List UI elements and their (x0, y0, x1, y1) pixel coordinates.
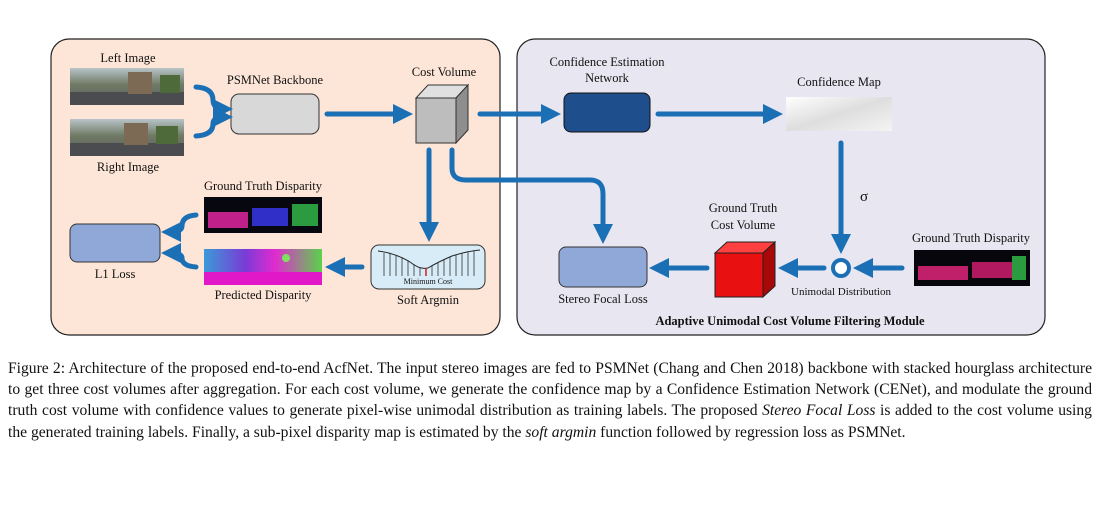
gt-disparity-label: Ground Truth Disparity (203, 179, 323, 193)
soft-argmin-label: Soft Argmin (397, 293, 459, 307)
predicted-disparity-image (204, 249, 322, 285)
figure-caption: Figure 2: Architecture of the proposed e… (8, 358, 1092, 443)
arrow-predicted-to-l1 (161, 243, 199, 270)
confidence-map-image (786, 97, 892, 131)
module-title: Adaptive Unimodal Cost Volume Filtering … (655, 314, 925, 328)
backbone-label: PSMNet Backbone (226, 73, 324, 87)
sigma-label: σ (859, 189, 869, 205)
caption-emphasis-soft-argmin: soft argmin (525, 423, 597, 441)
l1-loss-label: L1 Loss (94, 267, 136, 281)
arrow-cost-volume-to-focal-loss (449, 147, 613, 244)
gt-cost-volume-cube (713, 240, 777, 299)
caption-text-3: function followed by regression loss as … (596, 423, 906, 441)
cenet-box (563, 92, 651, 133)
stereo-focal-loss-box (558, 246, 648, 288)
stereo-focal-loss-label: Stereo Focal Loss (558, 292, 648, 306)
cost-volume-label: Cost Volume (411, 65, 477, 79)
right-image (70, 119, 184, 156)
caption-emphasis-stereo-focal-loss: Stereo Focal Loss (762, 402, 876, 420)
l1-loss-box (69, 223, 161, 263)
caption-text-2: is added to the cost volume using the ge… (8, 402, 1092, 441)
cost-volume-cube (414, 83, 470, 145)
gt-cost-volume-label-line1: Ground Truth (708, 201, 778, 215)
cenet-label-line1: Confidence Estimation (549, 55, 665, 69)
psmnet-backbone-box (230, 93, 320, 135)
arrow-gt-disparity-to-l1 (161, 212, 199, 242)
unimodal-distribution-node (831, 258, 851, 278)
gt-disparity-image (204, 197, 322, 233)
confidence-map-label: Confidence Map (797, 75, 881, 89)
left-image (70, 68, 184, 105)
predicted-disparity-label: Predicted Disparity (214, 288, 312, 302)
caption-text-1: Figure 2: Architecture of the proposed e… (8, 360, 1092, 420)
left-image-label: Left Image (100, 51, 156, 65)
cenet-label-line2: Network (585, 71, 629, 85)
gt-disparity-image-right (914, 250, 1030, 286)
right-image-label: Right Image (96, 160, 160, 174)
gt-cost-volume-label-line2: Cost Volume (710, 218, 776, 232)
architecture-diagram (50, 38, 1046, 336)
soft-argmin-box (370, 244, 486, 290)
arrow-right-image-to-backbone (193, 107, 233, 139)
minimum-cost-label: Minimum Cost (403, 277, 453, 286)
unimodal-distribution-label: Unimodal Distribution (791, 286, 891, 298)
gt-disparity-right-label: Ground Truth Disparity (911, 231, 1031, 245)
